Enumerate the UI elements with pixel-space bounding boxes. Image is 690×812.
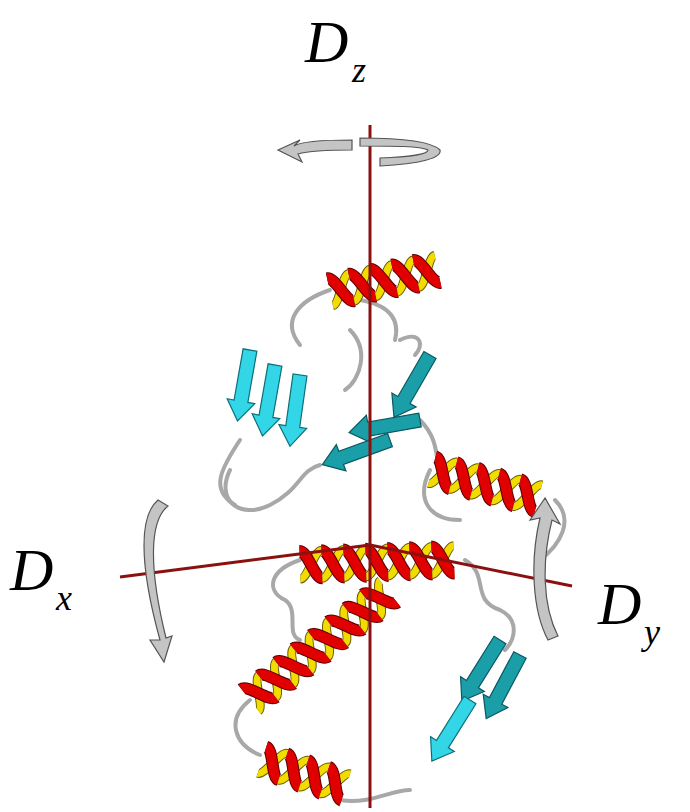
alpha-helix bbox=[241, 581, 397, 711]
axis-label: D bbox=[10, 540, 53, 600]
axis-label: D bbox=[305, 12, 348, 72]
rotation-axis bbox=[120, 125, 572, 808]
alpha-helix bbox=[327, 255, 440, 305]
axis-subscript: y bbox=[644, 614, 660, 650]
alpha-helix bbox=[428, 456, 541, 512]
loop-coil bbox=[220, 290, 564, 801]
axis-subscript: z bbox=[352, 52, 366, 88]
axis-label: D bbox=[598, 574, 641, 634]
axis-subscript: x bbox=[56, 580, 72, 616]
rotation-arrow bbox=[144, 138, 560, 662]
alpha-helix bbox=[258, 747, 350, 801]
